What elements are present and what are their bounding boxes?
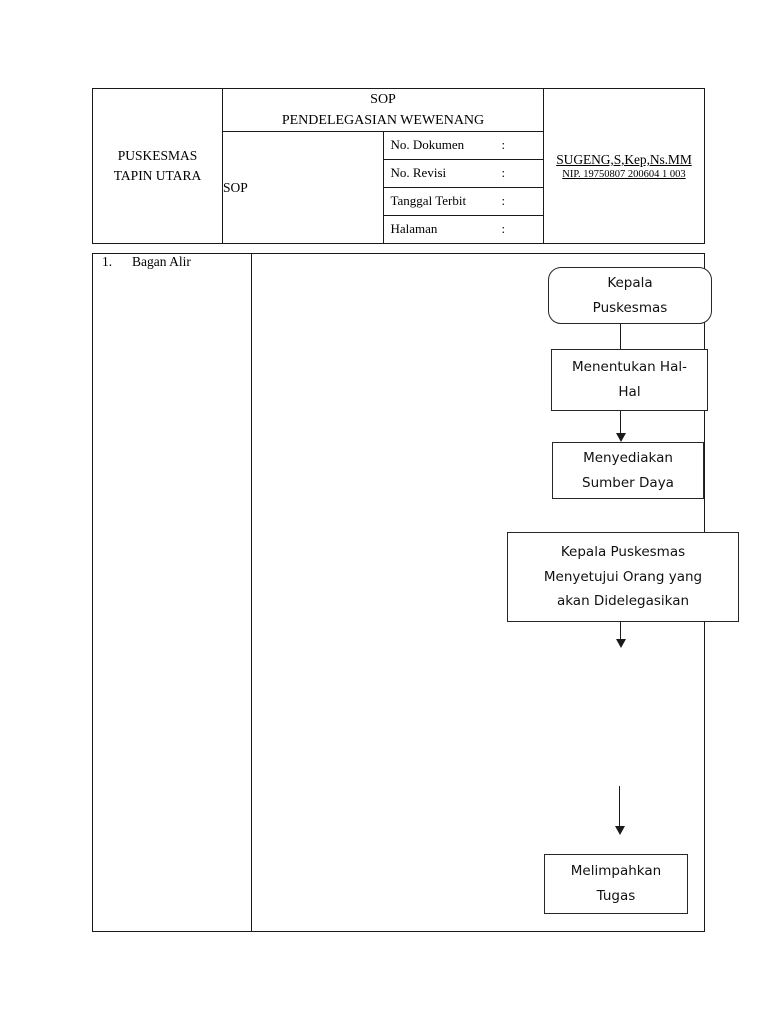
flowchart-item-label: Bagan Alir [132, 254, 191, 269]
document-title-line-1: SOP [370, 92, 396, 107]
meta-colon-no-dokumen: : [494, 132, 514, 160]
signatory-name: SUGENG,S,Kep,Ns.MM [556, 152, 692, 167]
flow-node-line: Menyediakan [583, 449, 673, 466]
flowchart-canvas: Kepala Puskesmas Menentukan Hal- Hal Men… [252, 254, 739, 931]
document-title-cell: SOP PENDELEGASIAN WEWENANG [222, 88, 544, 132]
health-center-line-1: PUSKESMAS [117, 148, 198, 164]
table-row: No. Dokumen : [383, 132, 543, 160]
meta-label-no-revisi: No. Revisi [383, 159, 495, 188]
flowchart-canvas-cell: Kepala Puskesmas Menentukan Hal- Hal Men… [251, 253, 739, 932]
flow-connector-arrow [615, 411, 626, 442]
doc-type-cell: SOP [222, 131, 384, 244]
flow-node-line: Menyetujui Orang yang [543, 568, 703, 585]
flow-connector-arrow [615, 622, 626, 648]
meta-label-no-dokumen: No. Dokumen [383, 132, 495, 160]
meta-colon-no-revisi: : [494, 159, 514, 188]
flow-node-menyetujui-orang[interactable]: Kepala Puskesmas Menyetujui Orang yang a… [507, 532, 739, 622]
document-meta-table: No. Dokumen : No. Revisi : Tanggal Terbi… [383, 132, 544, 244]
flow-node-line: Kepala [607, 274, 653, 291]
table-row: Tanggal Terbit : [383, 187, 543, 216]
flow-node-line: Hal [618, 384, 641, 400]
health-center-line-2: TAPIN UTARA [113, 168, 202, 183]
flow-node-menentukan-hal-hal[interactable]: Menentukan Hal- Hal [551, 349, 708, 411]
flow-connector-arrow [614, 786, 625, 835]
flow-node-line: Kepala Puskesmas [560, 543, 686, 560]
meta-label-tanggal-terbit: Tanggal Terbit [383, 187, 495, 216]
flowchart-item-number: 1. [102, 254, 113, 269]
sop-header-table: PUSKESMAS TAPIN UTARA SOP PENDELEGASIAN … [92, 88, 705, 244]
signature-cell: SUGENG,S,Kep,Ns.MM NIP. 19750807 200604 … [543, 88, 705, 244]
flowchart-label-cell: 1. Bagan Alir [92, 253, 252, 932]
flow-node-melimpahkan-tugas[interactable]: Melimpahkan Tugas [544, 854, 688, 914]
flow-node-line: Menentukan Hal- [572, 359, 687, 376]
health-center-cell: PUSKESMAS TAPIN UTARA [92, 88, 223, 244]
flow-node-line: Tugas [596, 888, 636, 904]
table-row: No. Revisi : [383, 159, 543, 188]
meta-label-halaman: Halaman [390, 221, 438, 236]
flow-node-kepala-puskesmas[interactable]: Kepala Puskesmas [548, 267, 712, 324]
document-title-line-2: PENDELEGASIAN WEWENANG [281, 113, 485, 128]
meta-colon-tanggal-terbit: : [494, 187, 514, 216]
flow-node-line: Sumber Daya [582, 474, 674, 491]
flow-node-menyediakan-sumber-daya[interactable]: Menyediakan Sumber Daya [552, 442, 704, 499]
flow-node-line: akan Didelegasikan [556, 593, 690, 610]
document-meta-cell: No. Dokumen : No. Revisi : Tanggal Terbi… [382, 131, 544, 244]
meta-value-no-dokumen[interactable] [513, 132, 543, 160]
flow-node-line: Puskesmas [592, 299, 668, 316]
flow-node-line: Melimpahkan [570, 863, 662, 880]
meta-value-halaman[interactable] [514, 216, 544, 244]
meta-colon-halaman: : [501, 221, 506, 236]
signatory-nip: NIP. 19750807 200604 1 003 [562, 169, 686, 180]
table-row: Halaman : [384, 216, 544, 244]
meta-value-no-revisi[interactable] [513, 159, 543, 188]
flowchart-table: 1. Bagan Alir Kepala Puskesmas Menentuka… [92, 253, 739, 932]
meta-value-tanggal-terbit[interactable] [513, 187, 543, 216]
